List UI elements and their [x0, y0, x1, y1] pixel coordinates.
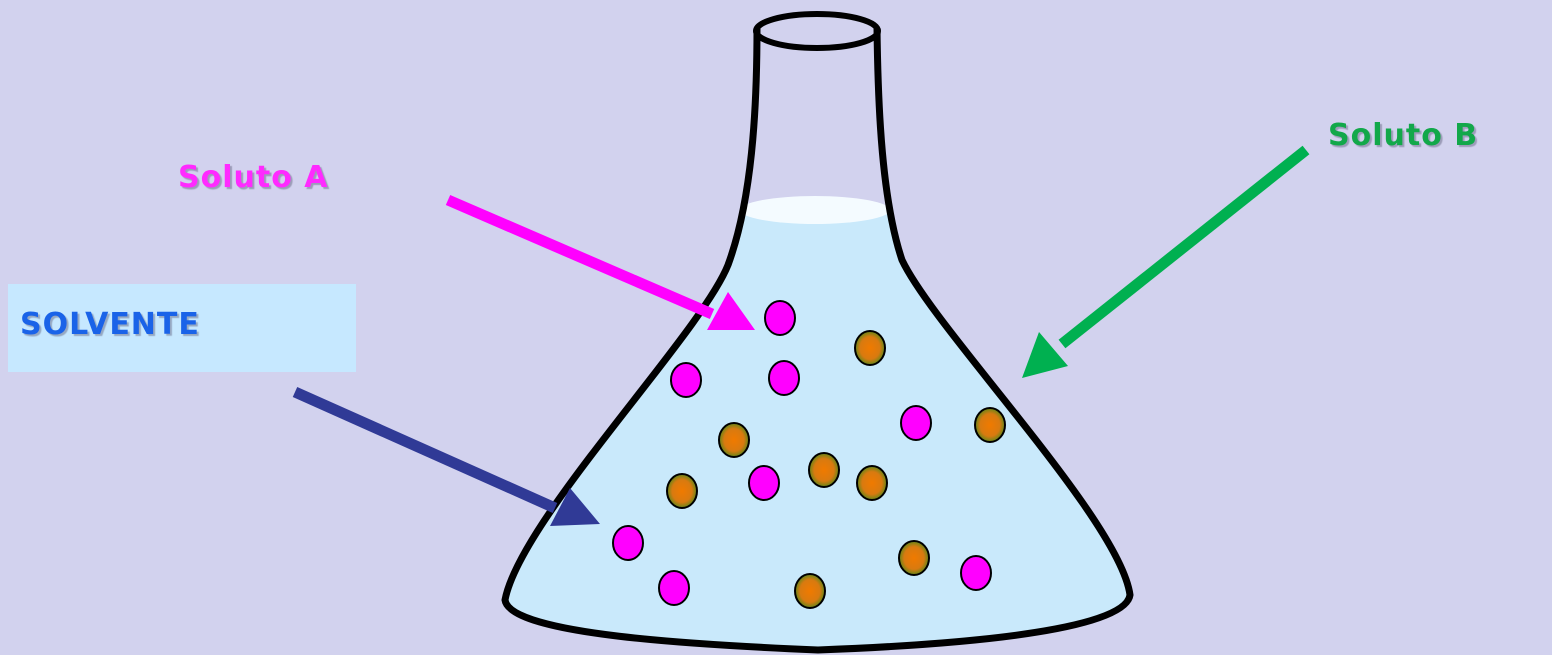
solute-a-particle — [901, 406, 931, 440]
solute-b-particle — [719, 423, 749, 457]
solvent-arrow — [295, 392, 600, 526]
solute-b-particle — [899, 541, 929, 575]
solute-a-particle — [671, 363, 701, 397]
solute-b-particle — [667, 474, 697, 508]
solute-b-label: Soluto B — [1328, 118, 1478, 153]
solute-b-particle — [857, 466, 887, 500]
flask-mouth — [756, 14, 878, 48]
solute-b-particle — [795, 574, 825, 608]
solute-a-particle — [749, 466, 779, 500]
solute-b-particle — [975, 408, 1005, 442]
solute-a-particle — [765, 301, 795, 335]
solute-a-particle — [961, 556, 991, 590]
solute-a-arrow — [448, 200, 755, 330]
solute-a-particle — [769, 361, 799, 395]
solute-b-particle — [855, 331, 885, 365]
solute-a-label: Soluto A — [178, 160, 328, 195]
solute-b-particle — [809, 453, 839, 487]
solute-b-arrow — [1022, 150, 1306, 378]
solute-a-particle — [613, 526, 643, 560]
solute-a-particle — [659, 571, 689, 605]
liquid-surface — [740, 196, 890, 224]
solvent-label: SOLVENTE — [20, 307, 200, 342]
